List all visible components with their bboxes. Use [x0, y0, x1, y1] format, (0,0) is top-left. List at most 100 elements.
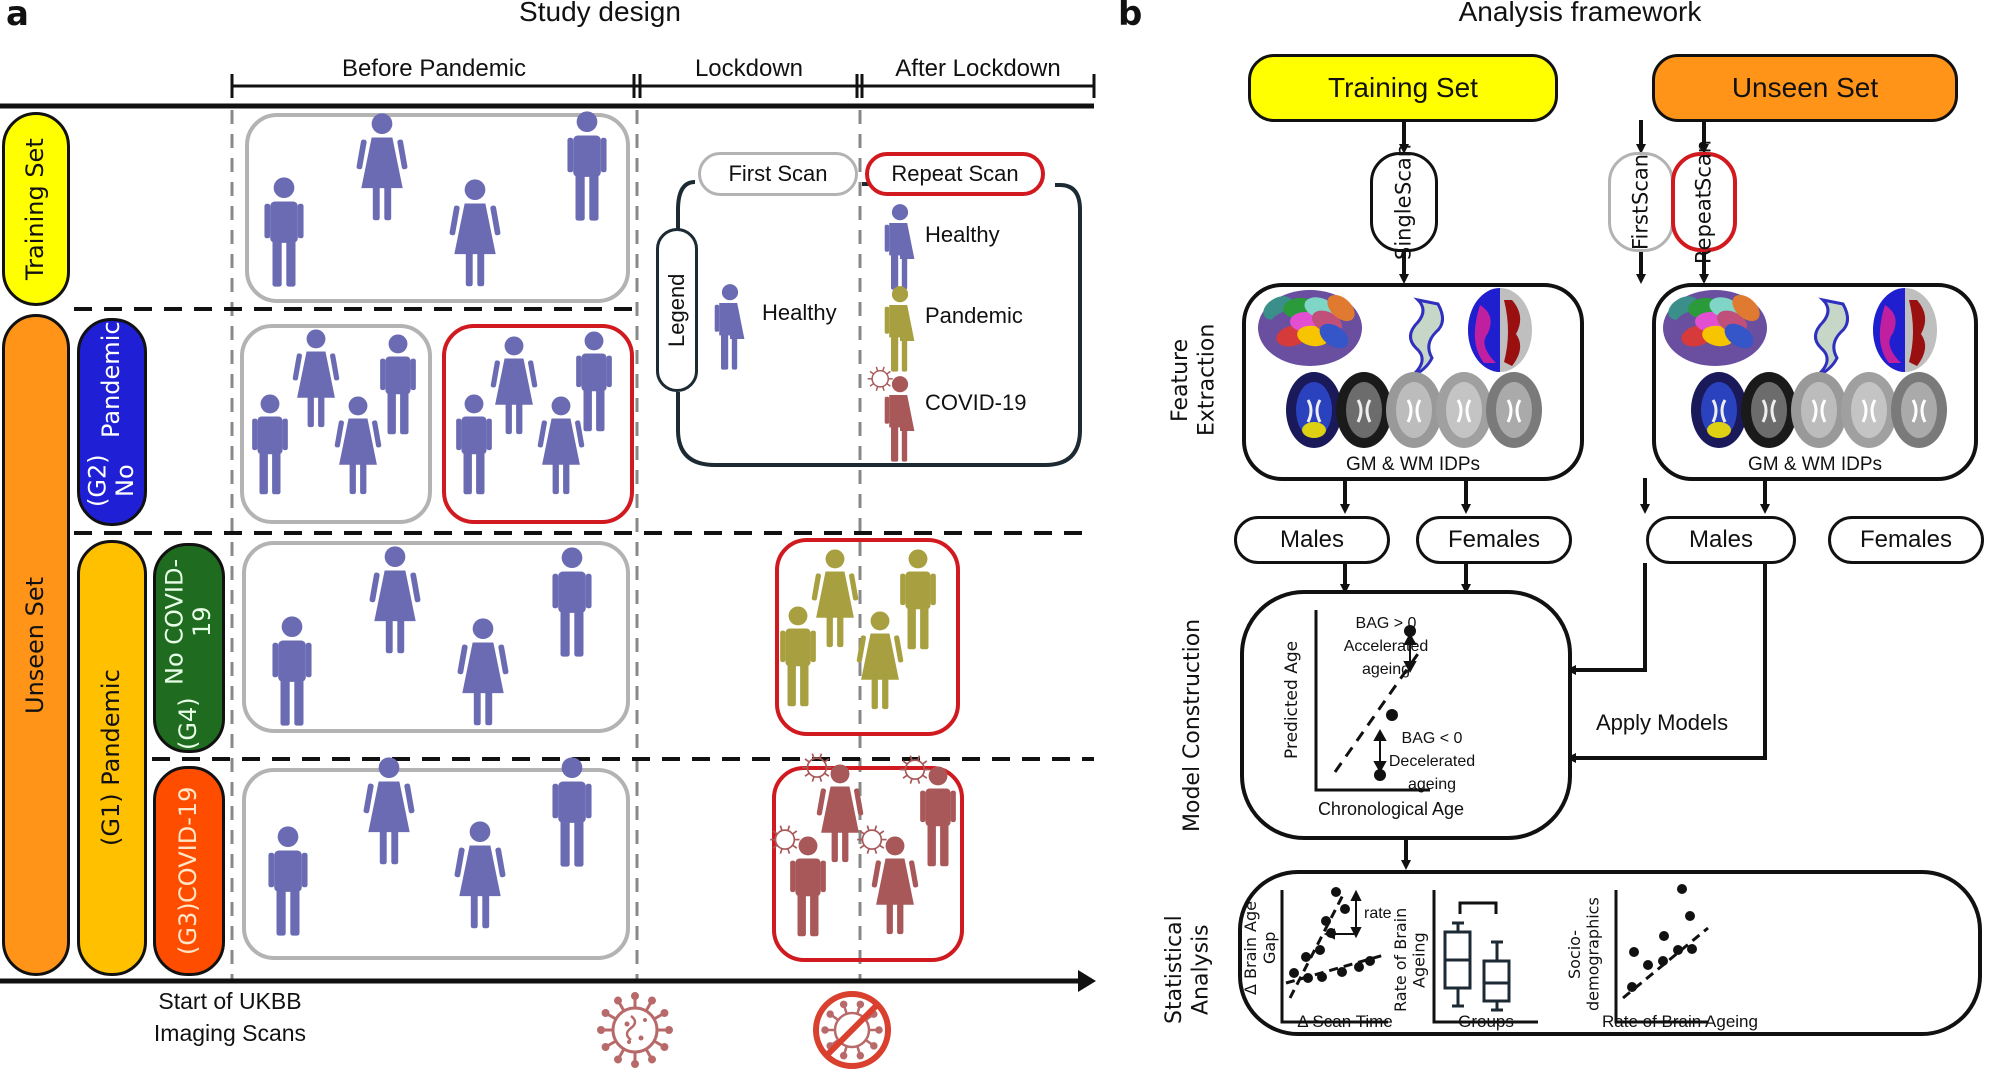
females-label: Females: [1447, 526, 1541, 553]
stat-plot3-fit: [1622, 926, 1709, 1000]
female-figure-icon: [457, 618, 509, 726]
stat-plot3-points: [1627, 884, 1697, 992]
axial-slice-image: [1891, 372, 1947, 448]
study-design-grid: [0, 74, 1096, 992]
training-set-node-label: Training Set: [1328, 72, 1478, 103]
rate-annotation: rate: [1364, 905, 1392, 922]
timeline-start-line2: Imaging Scans: [153, 1020, 307, 1046]
panel-b-letter: b: [1118, 0, 1143, 34]
female-figure-icon: [856, 611, 904, 710]
axial-slice-image: [1791, 372, 1847, 448]
axial-slice-image: [1741, 372, 1797, 448]
female-figure-icon: [454, 821, 506, 929]
axial-slice-image: [1436, 372, 1492, 448]
stage-stats-line1: Statistical: [1162, 915, 1187, 1025]
stat-plot1-fit-fast: [1288, 892, 1346, 999]
male-figure-icon: [567, 111, 607, 221]
legend-first-scan-label: First Scan: [728, 161, 828, 186]
male-figure-icon: [884, 286, 915, 372]
female-figure-icon: [334, 396, 382, 495]
stat-plot1-fit-slow: [1285, 953, 1385, 985]
bag-ylabel: Predicted Age: [1282, 640, 1302, 760]
bag-point-mid: [1386, 709, 1398, 721]
female-figure-icon: [356, 113, 408, 221]
bag-neg-arrow: [1373, 728, 1387, 774]
stage-statistical-analysis: Statistical Analysis: [1162, 890, 1215, 1050]
females-node-unseen: Females: [1828, 516, 1984, 564]
stage-model-construction: Model Construction: [1180, 618, 1205, 832]
bag-negative-annotation: BAG < 0 Decelerated ageing: [1382, 727, 1482, 796]
male-figure-icon: [272, 616, 312, 726]
row-dividers: [74, 307, 1094, 761]
stage-stats-line2: Analysis: [1188, 924, 1214, 1016]
female-figure-icon: [449, 179, 501, 287]
males-label: Males: [1279, 526, 1345, 553]
male-figure-icon: [552, 757, 592, 867]
unseen-set-node-label: Unseen Set: [1731, 72, 1879, 103]
bag-plot-axes: [1314, 610, 1430, 792]
male-figure-icon: [264, 177, 304, 287]
female-figure-icon: [857, 825, 919, 935]
cortex-parcellation-image: [1663, 290, 1767, 366]
bag-pos-line2: Accelerated: [1343, 638, 1429, 655]
timeline-start-label: Start of UKBB Imaging Scans: [120, 985, 340, 1049]
period-dividers: [230, 110, 862, 980]
male-figure-icon: [552, 547, 592, 657]
g2-repeat-scan-box: [442, 324, 634, 524]
axial-slice-image: [1336, 372, 1392, 448]
g4-repeat-scan-box: [775, 538, 960, 736]
bag-positive-annotation: BAG > 0 Accelerated ageing: [1336, 612, 1436, 681]
male-figure-icon: [576, 331, 612, 432]
stat-plots: [1280, 884, 1709, 1024]
no-virus-icon: [813, 991, 891, 1069]
bag-point-high: [1404, 625, 1416, 637]
bag-point-low: [1374, 769, 1386, 781]
g2-first-scan-box: [240, 324, 432, 524]
period-before-pandemic: Before Pandemic: [341, 55, 527, 82]
bag-pos-line3: ageing: [1361, 661, 1411, 678]
stat-plot1-ylabel: Δ Brain Age Gap: [1241, 901, 1279, 996]
stat-plot1-xlabel: Δ Scan Time: [1297, 1012, 1393, 1031]
legend-repeat-covid-label: COVID-19: [925, 390, 1027, 415]
bag-plot: [1314, 610, 1430, 792]
timeline-start-line1: Start of UKBB: [158, 988, 302, 1014]
stat-plot1-axes: [1280, 890, 1388, 1024]
males-label: Males: [1688, 526, 1754, 553]
g3-first-scan-box: [242, 768, 630, 960]
panel-a-letter: a: [6, 0, 29, 34]
male-figure-icon: [867, 366, 915, 462]
male-figure-icon: [252, 394, 288, 495]
flow-arrows: [1340, 120, 1770, 870]
training-first-scan-box: [245, 113, 630, 303]
axial-slice-image: [1691, 372, 1747, 448]
people-figures: [252, 111, 956, 937]
timeline-arrowhead: [1078, 970, 1096, 992]
female-figure-icon: [537, 396, 585, 495]
bag-neg-line1: BAG < 0: [1401, 730, 1463, 747]
legend-first-healthy-label: Healthy: [762, 300, 837, 325]
axial-slice-image: [1486, 372, 1542, 448]
stat-plot2-ylabel: Rate of Brain Ageing: [1391, 900, 1429, 1020]
male-figure-icon: [900, 549, 936, 650]
male-figure-icon: [884, 204, 915, 290]
male-figure-icon: [456, 394, 492, 495]
female-figure-icon: [490, 336, 538, 435]
rate-arrows: [1323, 889, 1362, 940]
stat-plot3-axes: [1614, 890, 1708, 1024]
period-lockdown: Lockdown: [694, 55, 804, 82]
idps-label-unseen: GM & WM IDPs: [1747, 454, 1883, 475]
male-figure-icon: [780, 606, 816, 707]
training-set-node: Training Set: [1248, 54, 1558, 122]
female-figure-icon: [292, 329, 340, 428]
male-figure-icon: [380, 334, 416, 435]
males-node-training: Males: [1234, 516, 1390, 564]
boxplot-group1: [1443, 921, 1472, 1008]
females-label: Females: [1859, 526, 1953, 553]
stat-plot3-ylabel: Socio- demographics: [1565, 892, 1603, 1016]
legend-repeat-pandemic-label: Pandemic: [925, 303, 1023, 328]
bag-pos-line1: BAG > 0: [1355, 615, 1417, 632]
axial-slice-image: [1841, 372, 1897, 448]
male-figure-icon: [770, 825, 826, 937]
statistical-analysis-box: [1238, 870, 1982, 1036]
female-figure-icon: [363, 757, 415, 865]
